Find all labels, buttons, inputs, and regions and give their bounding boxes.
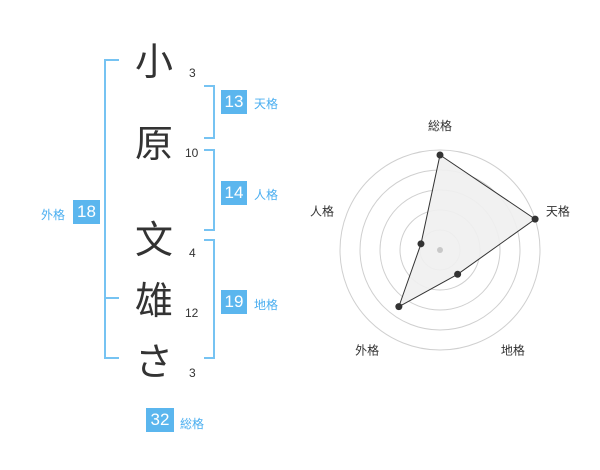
stroke-count-2: 10 [185,146,199,160]
tenkaku-label: 天格 [254,97,279,111]
radar-axis-label-2: 天格 [546,204,570,219]
radar-data-polygon [397,154,536,308]
tenkaku-value: 13 [221,90,247,114]
radar-grid-ring-5 [339,149,541,351]
stroke-count-5: 3 [189,366,196,380]
radar-axis-label-1: 総格 [428,118,452,133]
stroke-count-4: 12 [185,306,199,320]
stroke-count-1: 3 [189,66,196,80]
gaikaku-label: 外格 [41,208,66,222]
chikaku-bracket [204,239,215,359]
jinkaku-label: 人格 [254,188,279,202]
jinkaku-bracket [204,149,215,231]
radar-axis-label-3: 地格 [501,342,525,357]
radar-point-4 [395,303,403,311]
name-char-3: 文 [134,218,173,262]
name-char-5: さ [134,340,173,384]
radar-point-1 [436,151,444,159]
gaikaku-bracket [104,59,119,359]
radar-axis-label-4: 外格 [355,342,379,357]
name-char-2: 原 [134,122,173,166]
radar-center-dot [437,247,443,253]
chikaku-label: 地格 [254,298,279,312]
name-char-4: 雄 [134,279,173,323]
tenkaku-bracket [204,85,215,139]
radar-axis-label-5: 人格 [310,204,334,219]
jinkaku-value: 14 [221,181,247,205]
gaikaku-value: 18 [73,200,100,224]
soukaku-value: 32 [146,408,174,432]
name-char-1: 小 [134,40,173,84]
radar-point-5 [417,240,425,248]
chikaku-value: 19 [221,290,247,314]
soukaku-label: 総格 [180,417,205,431]
stroke-count-3: 4 [189,246,196,260]
radar-point-2 [531,215,539,223]
radar-point-3 [454,270,462,278]
